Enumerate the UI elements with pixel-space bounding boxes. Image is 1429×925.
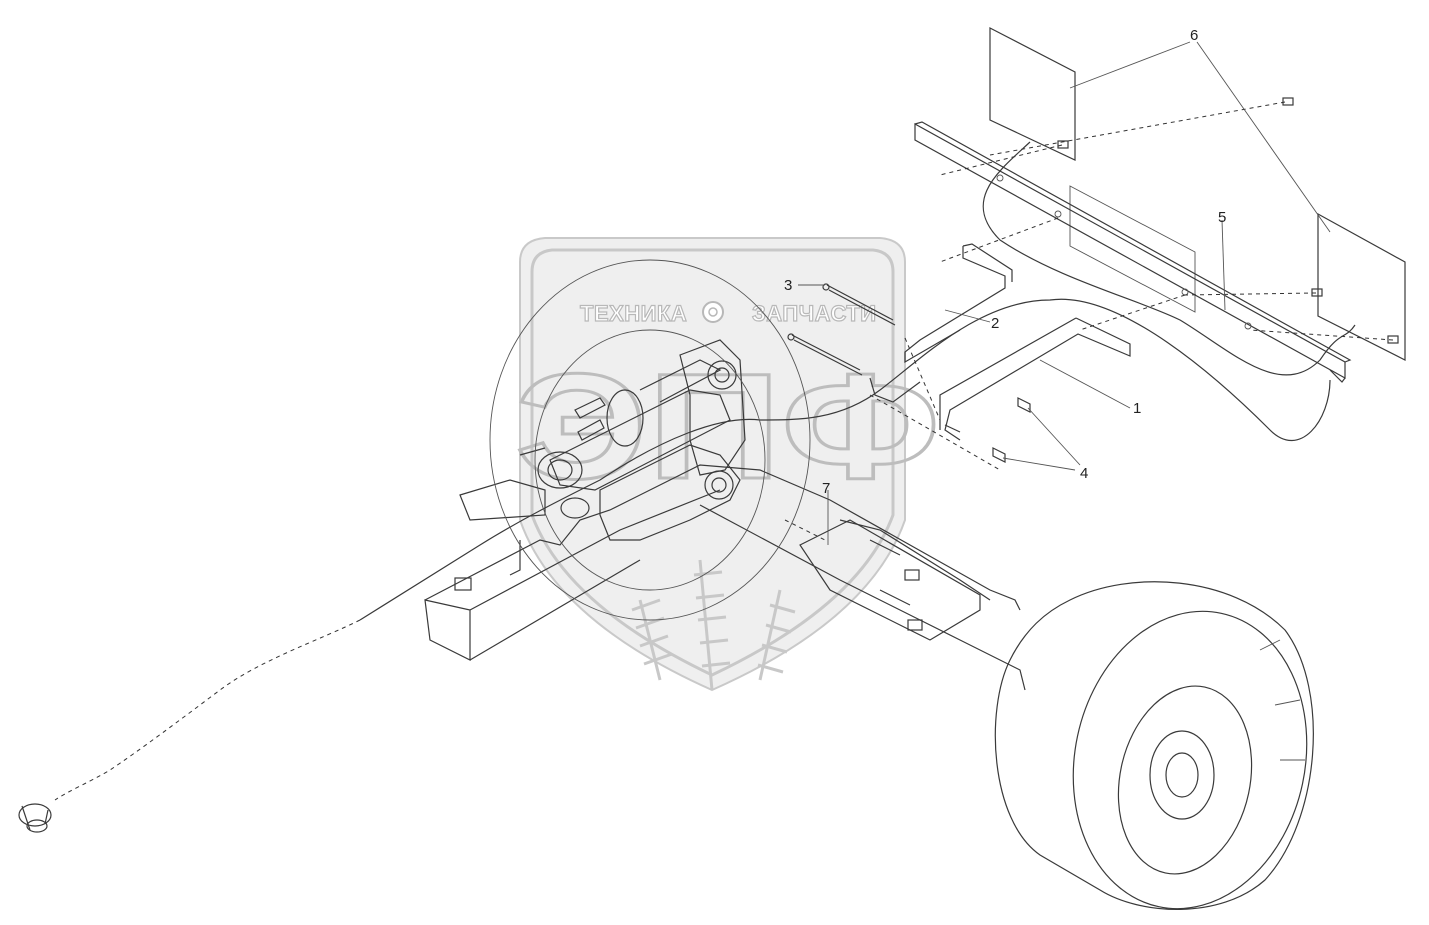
watermark-brand-left: ТЕХНИКА xyxy=(580,301,687,326)
hitch-frame xyxy=(424,464,1026,691)
callout-3: 3 xyxy=(784,277,792,294)
callout-5: 5 xyxy=(1218,209,1226,226)
bracket-1 xyxy=(939,317,1131,441)
callout-4: 4 xyxy=(1080,465,1088,482)
threaded-rods xyxy=(787,283,896,376)
wheel-left xyxy=(489,259,811,621)
wheel-right xyxy=(994,581,1314,910)
hydraulic-cylinder xyxy=(519,359,731,491)
watermark-brand-right: ЗАПЧАСТИ xyxy=(752,301,877,326)
plug-icon xyxy=(18,803,52,833)
callout-leaders xyxy=(798,41,1331,545)
cylinder-mount-top xyxy=(679,339,746,476)
watermark-logo-letters: ЭПФ xyxy=(515,342,940,510)
wheat-icon xyxy=(631,559,796,691)
link-plates xyxy=(799,519,981,641)
gear-icon xyxy=(702,301,724,323)
callout-1: 1 xyxy=(1133,400,1141,417)
nuts xyxy=(1057,97,1399,344)
plate-middle xyxy=(1069,185,1196,313)
watermark-logo: ТЕХНИКА ЗАПЧАСТИ ЭПФ xyxy=(514,237,942,692)
long-bar xyxy=(914,121,1352,383)
cylinder-mount-bottom xyxy=(560,444,741,541)
callout-7: 7 xyxy=(822,480,830,497)
callout-2: 2 xyxy=(991,315,999,332)
bracket-2 xyxy=(869,243,1013,403)
callouts: 6 5 3 2 1 4 7 xyxy=(784,27,1226,497)
plate-top xyxy=(989,27,1076,161)
plate-right xyxy=(1317,212,1406,361)
callout-6: 6 xyxy=(1190,27,1198,44)
assembly-dashed-lines xyxy=(784,101,1394,541)
nuts-part-4 xyxy=(992,397,1031,463)
